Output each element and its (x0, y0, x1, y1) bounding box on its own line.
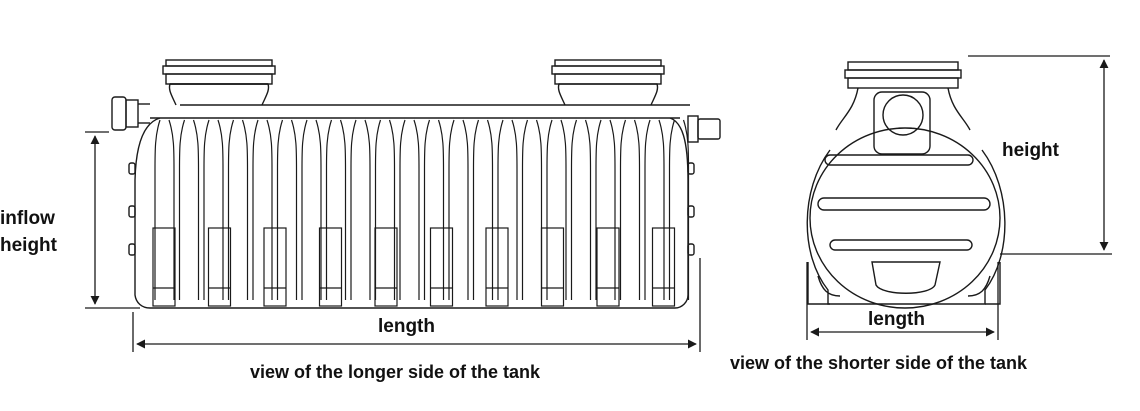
rib-line (374, 119, 382, 300)
rib-foot (152, 227, 176, 307)
rib-line (266, 119, 273, 300)
short-view-dimensions (806, 55, 1112, 340)
rib-line (192, 119, 200, 300)
rib-line (350, 119, 357, 300)
rib-line (339, 119, 347, 300)
rib-line (546, 119, 553, 300)
height-label-left: height (0, 235, 57, 256)
rib-line (535, 119, 543, 300)
left-manhole-riser (162, 59, 276, 106)
rib-line (301, 119, 308, 300)
rib-line (203, 119, 210, 300)
rib-line (325, 119, 333, 300)
right-manhole-riser (551, 59, 665, 106)
rib-line (154, 119, 161, 300)
long-view-caption: view of the longer side of the tank (250, 362, 541, 382)
rib-line (462, 119, 469, 300)
rib-line (437, 119, 445, 300)
rib-line (486, 119, 494, 300)
rib-line (423, 119, 431, 300)
outlet-pipe (687, 115, 721, 143)
rib-line (497, 119, 504, 300)
rib-line (595, 119, 602, 300)
rib-line (217, 119, 224, 300)
rib-line (472, 119, 480, 300)
rib-foot (651, 227, 676, 307)
rib-line (290, 119, 298, 300)
short-view-ribs (817, 154, 991, 251)
long-side-view (111, 59, 721, 309)
pipe-end (873, 91, 931, 155)
short-view-height-label: height (1002, 140, 1059, 161)
rib-foot (318, 227, 343, 307)
short-view-length-label: length (868, 309, 925, 330)
rib-line (584, 119, 592, 300)
rib-foot (263, 227, 287, 307)
rib-line (609, 119, 616, 300)
rib-line (178, 119, 186, 300)
rib-line (682, 119, 690, 300)
rib-foot (374, 227, 398, 307)
long-view-length-label: length (378, 316, 435, 337)
rib-line (448, 119, 455, 300)
rib-line (276, 119, 284, 300)
rib-foot (596, 227, 620, 307)
long-view-dimensions (85, 131, 701, 352)
rib-line (658, 119, 665, 300)
rib-line (413, 119, 420, 300)
rib-foot (485, 227, 509, 307)
rib-line (521, 119, 529, 300)
rib-line (399, 119, 406, 300)
rib-line (241, 119, 249, 300)
rib-line (644, 119, 651, 300)
rib-line (388, 119, 396, 300)
rib-line (619, 119, 627, 300)
short-side-view (806, 61, 1006, 309)
tank-ribs (152, 119, 690, 307)
rib-line (570, 119, 578, 300)
rib-foot (429, 227, 454, 307)
inlet-pipe (111, 96, 150, 131)
short-view-caption: view of the shorter side of the tank (730, 353, 1028, 373)
rib-foot (207, 227, 232, 307)
rib-line (668, 119, 676, 300)
rib-line (227, 119, 235, 300)
rib-line (511, 119, 518, 300)
rib-line (252, 119, 259, 300)
rib-foot (540, 227, 565, 307)
rib-line (315, 119, 322, 300)
inflow-label: inflow (0, 208, 55, 229)
rib-line (364, 119, 371, 300)
rib-line (633, 119, 641, 300)
rib-line (560, 119, 567, 300)
rib-line (168, 119, 175, 300)
